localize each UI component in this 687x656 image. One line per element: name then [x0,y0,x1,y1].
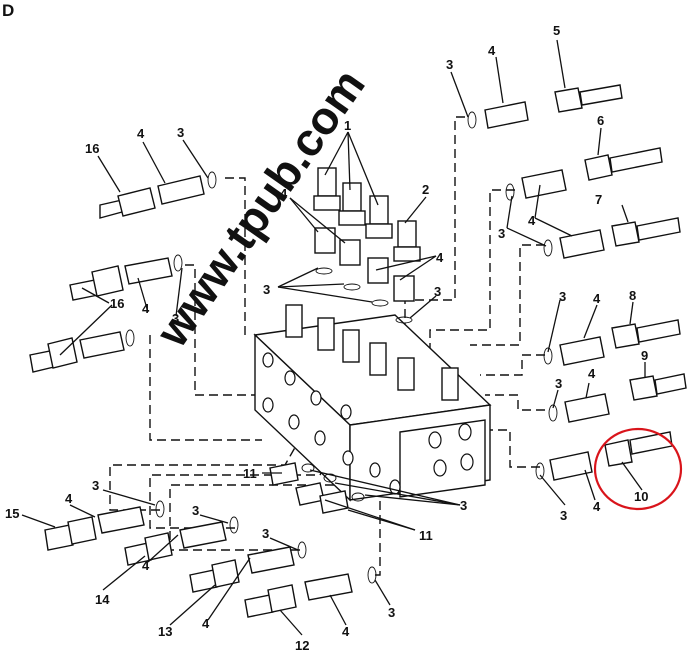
callout-10: 10 [634,489,648,504]
callout-4: 4 [142,301,150,316]
callout-3: 3 [92,478,99,493]
callout-3: 3 [498,226,505,241]
callout-11: 11 [419,528,433,543]
callout-4: 4 [202,616,210,631]
callout-14: 14 [95,592,110,607]
callout-4: 4 [142,558,150,573]
callout-3: 3 [388,605,395,620]
callout-7: 7 [595,192,602,207]
manifold-block [253,304,492,502]
callout-16: 16 [85,141,99,156]
callout-6: 6 [597,113,604,128]
callout-12: 12 [295,638,309,653]
bottom-fittings [44,462,377,618]
callout-1: 1 [344,118,351,133]
panel-letter: D [2,1,14,20]
callout-8: 8 [629,288,636,303]
callout-4: 4 [593,499,601,514]
callout-9: 9 [641,348,648,363]
callout-3: 3 [192,503,199,518]
callout-3: 3 [263,282,270,297]
callout-2: 2 [422,182,429,197]
callout-4: 4 [137,126,145,141]
callout-4: 4 [280,186,288,201]
callout-3: 3 [177,125,184,140]
callout-3: 3 [560,508,567,523]
callout-11: 11 [243,466,257,481]
callout-4: 4 [588,366,596,381]
callout-13: 13 [158,624,172,639]
callout-4: 4 [436,250,444,265]
callout-4: 4 [528,213,536,228]
callout-4: 4 [65,491,73,506]
callout-labels: 1 2 3 3 3 3 3 3 3 3 3 3 3 3 3 3 4 4 4 4 … [5,23,648,653]
callout-4: 4 [488,43,496,58]
callout-4: 4 [593,291,601,306]
highlight-circle [593,427,683,511]
callout-3: 3 [172,311,179,326]
top-switches [313,167,421,324]
callout-3: 3 [262,526,269,541]
callout-3: 3 [434,284,441,299]
callout-3: 3 [559,289,566,304]
callout-4: 4 [342,624,350,639]
callout-3: 3 [460,498,467,513]
callout-3: 3 [446,57,453,72]
callout-5: 5 [553,23,560,38]
callout-16: 16 [110,296,124,311]
leader-lines [21,39,646,636]
callout-15: 15 [5,506,19,521]
right-fittings [467,84,687,481]
callout-3: 3 [555,376,562,391]
